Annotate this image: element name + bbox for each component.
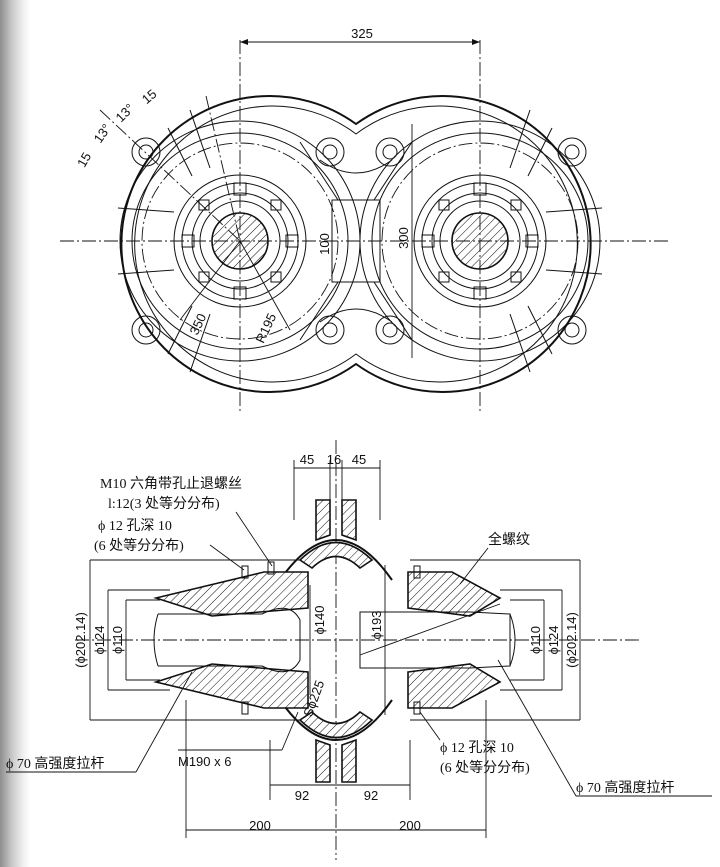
sphere-top-wall — [298, 541, 374, 570]
dim-bottom-200 — [185, 700, 487, 838]
angle-label-1: 15 — [74, 150, 94, 170]
callout-tie-rod-left: ϕ 70 高强度拉杆 — [6, 755, 104, 772]
sphere-outline — [279, 539, 393, 741]
dia-center-left-label: ϕ140 — [312, 606, 327, 635]
leader-tie-rod-right — [497, 659, 577, 797]
dim-100-label: 100 — [317, 233, 332, 255]
left-diameter-dims — [89, 559, 300, 721]
dia-left-mid-label: ϕ124 — [92, 626, 107, 655]
dim-325: 325 — [240, 26, 480, 45]
book-binding-shadow — [0, 0, 30, 867]
dia-right-outer-label: (ϕ202.14) — [564, 612, 579, 668]
callout-m190: M190 x 6 — [178, 754, 231, 769]
left-tie-rod-end — [153, 613, 159, 667]
dia-left-inner-label: ϕ110 — [110, 626, 125, 654]
leader-thread — [459, 547, 489, 585]
right-diameter-dims — [410, 559, 581, 721]
dim-bottom-92-right: 92 — [364, 788, 378, 803]
thread-line — [359, 603, 501, 656]
dim-top-flange — [293, 460, 381, 520]
leader-hole-left — [209, 544, 245, 571]
outer-contour — [120, 95, 592, 393]
hole-right-bottom — [413, 701, 421, 715]
dim-r195-label: R195 — [253, 311, 280, 346]
angle-label-4: 15 — [139, 86, 160, 107]
callout-hole-right-line1: ϕ 12 孔深 10 — [440, 740, 514, 756]
left-cone-flange-bottom — [153, 663, 309, 709]
bottom-flange-ears — [315, 738, 357, 783]
callout-tie-rod-right: ϕ 70 高强度拉杆 — [576, 779, 674, 796]
top-center-lines — [60, 40, 670, 412]
hole-right-top — [413, 565, 421, 579]
right-tie-rod-end — [509, 613, 516, 667]
callout-screw-line1: M10 六角带孔止退螺丝 — [100, 476, 242, 492]
leader-m190 — [281, 711, 299, 751]
dia-left-outer-label: (ϕ202.14) — [73, 612, 88, 668]
dim-top-16: 16 — [327, 452, 341, 467]
callout-screw-line2: l:12(3 处等分分布) — [108, 495, 220, 512]
callout-hole-left-line2: (6 处等分分布) — [94, 537, 184, 554]
angle-label-2: 13° — [91, 121, 115, 146]
right-cone-flange-bottom — [407, 663, 502, 709]
dia-center-right-label: ϕ193 — [369, 611, 384, 640]
leader-screw — [235, 511, 273, 567]
hole-left-top — [241, 565, 249, 579]
left-tie-rod — [158, 607, 301, 673]
dim-bottom-200-right: 200 — [399, 818, 421, 833]
section-view: (ϕ202.14) ϕ124 ϕ110 ϕ110 ϕ124 (ϕ202.14) … — [6, 440, 712, 860]
dim-bottom-200-left: 200 — [249, 818, 271, 833]
left-cone-flange-top — [153, 571, 309, 617]
hole-left-bottom — [241, 701, 249, 715]
dia-right-inner-label: ϕ110 — [528, 626, 543, 654]
inner-contour — [134, 105, 578, 383]
dim-bottom-92-left: 92 — [295, 788, 309, 803]
top-flange-ears — [315, 499, 357, 542]
callout-hole-left-line1: ϕ 12 孔深 10 — [98, 518, 172, 534]
bolt-holes — [131, 137, 587, 345]
angle-label-3: 13° — [113, 101, 138, 126]
leader-hole-right — [419, 711, 441, 741]
dim-top-45-left: 45 — [300, 452, 314, 467]
dim-bottom-92 — [269, 740, 411, 800]
dia-right-mid-label: ϕ124 — [546, 626, 561, 655]
dim-top-45-right: 45 — [352, 452, 366, 467]
callout-full-thread: 全螺纹 — [488, 531, 530, 548]
dim-300-label: 300 — [396, 227, 411, 249]
top-view: 325 100 300 350 R195 15 13° 13° 15 — [60, 26, 670, 412]
hole-left-top-2 — [267, 561, 275, 575]
dim-325-label: 325 — [351, 26, 373, 41]
leader-tie-rod-left — [135, 671, 193, 773]
callout-hole-right-line2: (6 处等分分布) — [440, 759, 530, 776]
ribs — [117, 109, 603, 373]
right-cone-flange-top — [407, 571, 502, 617]
sphere-bottom-wall — [298, 710, 374, 739]
